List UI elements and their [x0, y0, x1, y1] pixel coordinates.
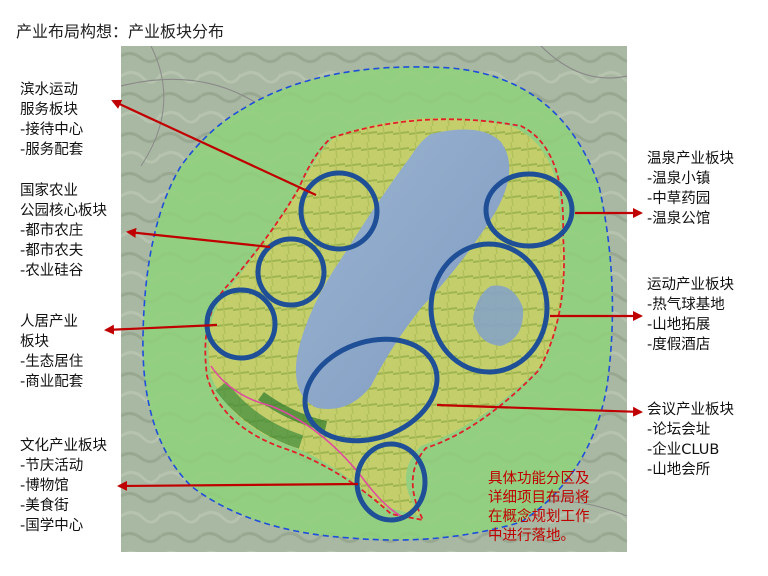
zone-circle-binshui: [298, 170, 380, 252]
inner-boundary: [204, 118, 565, 522]
label-line: -农业硅谷: [20, 263, 84, 279]
site-map: [121, 46, 627, 552]
label-line: -美食街: [20, 498, 69, 514]
label-yundong: 运动产业板块 -热气球基地 -山地拓展 -度假酒店: [647, 275, 734, 355]
label-line: 人居产业: [20, 314, 78, 330]
label-line: -论坛会址: [647, 422, 711, 438]
label-nongye: 国家农业 公园核心板块 -都市农庄 -都市农夫 -农业硅谷: [20, 181, 107, 281]
label-line: -温泉小镇: [647, 171, 711, 187]
lake: [295, 129, 510, 410]
label-line: -商业配套: [20, 374, 84, 390]
label-line: 服务板块: [20, 102, 78, 118]
note-line: 具体功能分区及: [488, 471, 590, 487]
zone-circle-yundong: [428, 241, 550, 375]
label-line: -都市农夫: [20, 243, 84, 259]
label-line: 文化产业板块: [20, 438, 107, 454]
label-line: 板块: [20, 334, 49, 350]
label-line: -都市农庄: [20, 223, 84, 239]
label-wenquan: 温泉产业板块 -温泉小镇 -中草药园 -温泉公馆: [647, 149, 734, 229]
page-title: 产业布局构想：产业板块分布: [16, 22, 225, 41]
implementation-note: 具体功能分区及 详细项目布局将 在概念规划工作 中进行落地。: [488, 470, 590, 546]
label-line: -企业CLUB: [647, 442, 720, 458]
label-renju: 人居产业 板块 -生态居住 -商业配套: [20, 312, 83, 392]
zone-circle-huiyi: [302, 336, 440, 444]
label-line: 温泉产业板块: [647, 151, 734, 167]
label-line: 滨水运动: [20, 82, 78, 98]
label-line: -国学中心: [20, 518, 84, 534]
label-binshui: 滨水运动 服务板块 -接待中心 -服务配套: [20, 80, 83, 160]
zone-circle-nongye: [255, 236, 327, 308]
note-line: 中进行落地。: [488, 528, 575, 544]
label-line: -温泉公馆: [647, 211, 711, 227]
note-line: 详细项目布局将: [488, 490, 590, 506]
label-line: -中草药园: [647, 191, 711, 207]
label-line: -度假酒店: [647, 337, 711, 353]
label-line: -博物馆: [20, 478, 69, 494]
zone-circle-wenquan: [483, 171, 575, 249]
label-line: -服务配套: [20, 142, 84, 158]
label-line: 会议产业板块: [647, 402, 734, 418]
label-line: -热气球基地: [647, 297, 725, 313]
zone-circle-wenhua: [354, 441, 428, 523]
label-line: -接待中心: [20, 122, 84, 138]
label-line: 国家农业: [20, 183, 78, 199]
label-line: -山地会所: [647, 462, 711, 478]
label-huiyi: 会议产业板块 -论坛会址 -企业CLUB -山地会所: [647, 400, 734, 480]
label-line: 运动产业板块: [647, 277, 734, 293]
note-line: 在概念规划工作: [488, 509, 590, 525]
label-line: -生态居住: [20, 354, 84, 370]
label-line: 公园核心板块: [20, 203, 107, 219]
label-line: -山地拓展: [647, 317, 711, 333]
label-line: -节庆活动: [20, 458, 84, 474]
outer-boundary: [142, 66, 614, 541]
label-wenhua: 文化产业板块 -节庆活动 -博物馆 -美食街 -国学中心: [20, 436, 107, 536]
